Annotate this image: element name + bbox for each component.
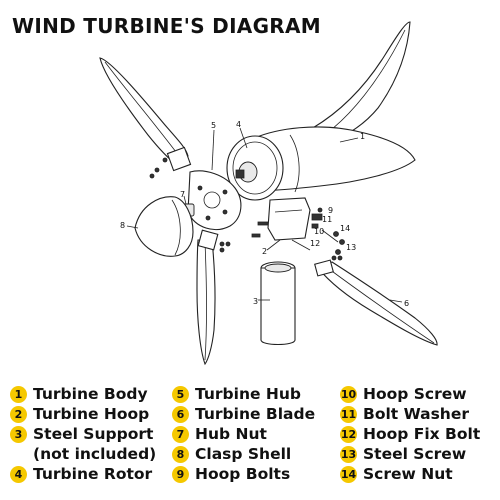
callout-14: 14 — [340, 224, 350, 233]
number-badge: 5 — [172, 385, 189, 403]
legend-label: Steel Support — [33, 425, 154, 443]
parts-legend: 1 Turbine Body 2 Turbine Hoop 3 Steel Su… — [0, 384, 500, 494]
legend-item: 10 Hoop Screw — [340, 384, 480, 404]
screw-nut — [339, 239, 345, 245]
callout-3: 3 — [253, 297, 258, 306]
legend-label: Turbine Hub — [195, 385, 302, 403]
bolt-washer — [317, 207, 323, 213]
number-badge: 11 — [340, 405, 357, 423]
legend-item: 13 Steel Screw — [340, 444, 480, 464]
number-badge: 4 — [10, 465, 27, 483]
number-badge: 2 — [10, 405, 27, 423]
legend-item: 6 Turbine Blade — [172, 404, 315, 424]
callout-4: 4 — [236, 120, 241, 129]
legend-label: Hub Nut — [195, 425, 267, 443]
legend-label: Hoop Fix Bolt — [363, 425, 481, 443]
legend-label: Screw Nut — [363, 465, 453, 483]
number-badge: 3 — [10, 425, 27, 443]
number-badge: 8 — [172, 445, 189, 463]
legend-item: 7 Hub Nut — [172, 424, 315, 444]
legend-label: Bolt Washer — [363, 405, 470, 423]
number-badge: 14 — [340, 465, 357, 483]
legend-item: 14 Screw Nut — [340, 464, 480, 484]
legend-label: (not included) — [33, 445, 157, 463]
legend-item: 11 Bolt Washer — [340, 404, 480, 424]
callout-8: 8 — [120, 221, 125, 230]
legend-item: 8 Clasp Shell — [172, 444, 315, 464]
number-badge: 13 — [340, 445, 357, 463]
callout-11: 11 — [322, 215, 332, 224]
legend-label: Hoop Screw — [363, 385, 467, 403]
legend-item: 3 Steel Support — [10, 424, 156, 444]
callout-5: 5 — [211, 121, 216, 130]
legend-item: 2 Turbine Hoop — [10, 404, 156, 424]
number-badge: 7 — [172, 425, 189, 443]
callout-12: 12 — [310, 239, 320, 248]
legend-column-2: 5 Turbine Hub 6 Turbine Blade 7 Hub Nut … — [172, 384, 315, 484]
number-badge: 9 — [172, 465, 189, 483]
callout-6: 6 — [404, 299, 409, 308]
callout-7: 7 — [180, 190, 185, 199]
legend-item: 1 Turbine Body — [10, 384, 156, 404]
legend-label: Hoop Bolts — [195, 465, 291, 483]
legend-item: 12 Hoop Fix Bolt — [340, 424, 480, 444]
diagram-title: WIND TURBINE'S DIAGRAM — [12, 14, 321, 38]
legend-label: Turbine Rotor — [33, 465, 153, 483]
callout-1: 1 — [360, 132, 365, 141]
legend-item: 5 Turbine Hub — [172, 384, 315, 404]
callout-2: 2 — [262, 247, 267, 256]
legend-column-1: 1 Turbine Body 2 Turbine Hoop 3 Steel Su… — [10, 384, 156, 484]
steel-screw — [321, 229, 339, 243]
number-badge: 10 — [340, 385, 357, 403]
legend-item-continued: (not included) — [10, 444, 156, 464]
turbine-body — [249, 126, 416, 192]
number-badge: 1 — [10, 385, 27, 403]
legend-label: Clasp Shell — [195, 445, 292, 463]
callout-9: 9 — [328, 206, 333, 215]
clasp-shell — [134, 196, 194, 257]
exploded-diagram: 1 2 3 4 5 6 7 8 9 10 11 12 13 14 — [99, 21, 438, 366]
legend-column-3: 10 Hoop Screw 11 Bolt Washer 12 Hoop Fix… — [340, 384, 480, 484]
legend-item: 9 Hoop Bolts — [172, 464, 315, 484]
hoop-fix-bolt — [291, 239, 311, 251]
turbine-hub — [187, 170, 242, 230]
legend-item: 4 Turbine Rotor — [10, 464, 156, 484]
callout-10: 10 — [314, 227, 324, 236]
blade-left-root — [166, 146, 192, 172]
legend-label: Steel Screw — [363, 445, 467, 463]
steel-support — [260, 267, 296, 346]
turbine-hoop — [267, 197, 311, 241]
legend-label: Turbine Blade — [195, 405, 316, 423]
legend-label: Turbine Hoop — [33, 405, 150, 423]
callout-13: 13 — [346, 243, 356, 252]
number-badge: 6 — [172, 405, 189, 423]
legend-label: Turbine Body — [33, 385, 148, 403]
blade-bottom — [196, 239, 216, 366]
hoop-screw — [311, 213, 323, 221]
number-badge: 12 — [340, 425, 357, 443]
